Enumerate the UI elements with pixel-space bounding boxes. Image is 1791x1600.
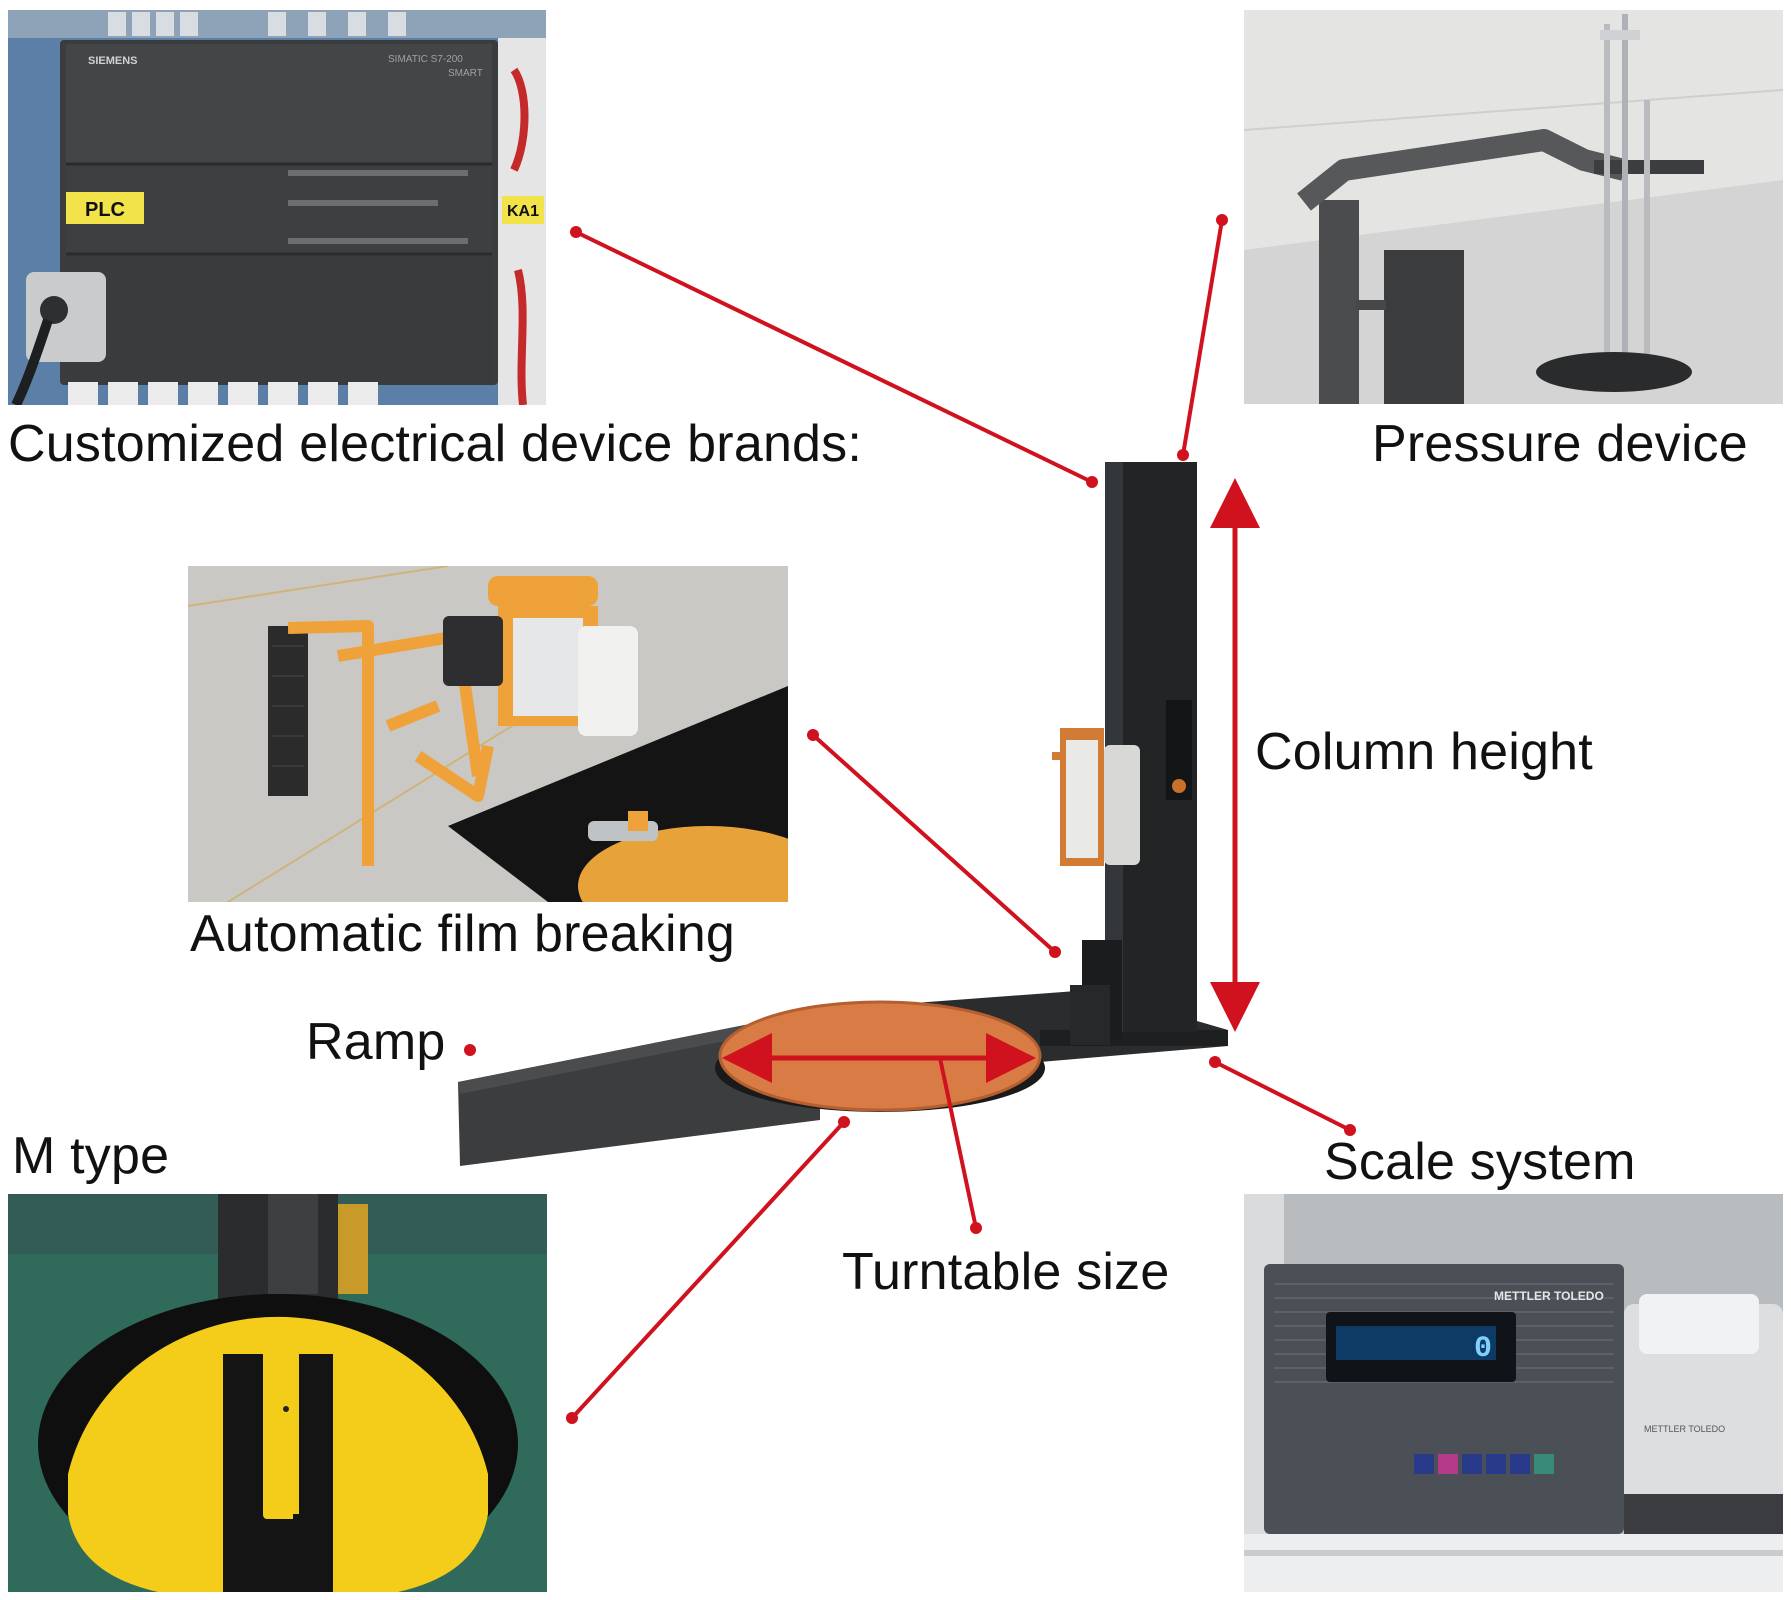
label-film-breaking: Automatic film breaking [190, 905, 736, 963]
plc-tag-text: PLC [85, 199, 125, 221]
photo-pressure-device [1244, 10, 1783, 404]
photo-scale-system: METTLER TOLEDO 0 METTLER TOLEDO [1244, 1194, 1783, 1592]
label-turntable-size: Turntable size [842, 1243, 1170, 1301]
label-scale-system: Scale system [1324, 1133, 1636, 1191]
simatic-model-text: SIMATIC S7-200 [388, 54, 463, 65]
scale-display-reading: 0 [1474, 1332, 1492, 1366]
ka-tag-text: KA1 [507, 203, 539, 220]
printer-brand-text: METTLER TOLEDO [1644, 1424, 1725, 1434]
photo-m-type-turntable [8, 1194, 547, 1592]
label-pressure-device: Pressure device [1372, 415, 1748, 473]
label-ramp: Ramp [306, 1013, 446, 1071]
label-m-type: M type [12, 1127, 170, 1185]
smart-model-text: SMART [448, 68, 483, 79]
mettler-brand-text: METTLER TOLEDO [1494, 1289, 1604, 1303]
photo-film-breaking [188, 566, 788, 902]
label-column-height: Column height [1255, 723, 1593, 781]
label-electrical-brands: Customized electrical device brands: [8, 415, 863, 473]
siemens-brand-text: SIEMENS [88, 55, 138, 67]
photo-plc-cabinet: PLC SIEMENS SIMATIC S7-200 SMART KA1 [8, 10, 546, 405]
